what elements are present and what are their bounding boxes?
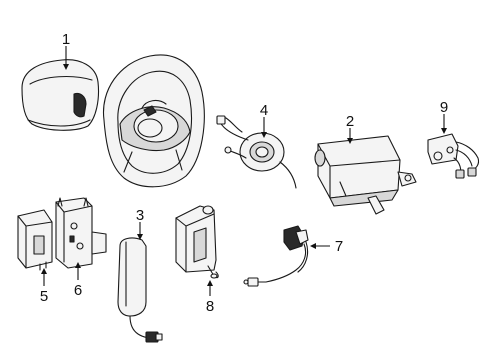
arrowhead-2 xyxy=(347,138,353,144)
impact-sensor-harness-icon xyxy=(243,225,309,287)
arrowhead-8 xyxy=(207,280,213,286)
impact-sensor-icon xyxy=(175,205,219,279)
wiring-connector-icon xyxy=(427,133,480,179)
callout-1: 1 xyxy=(62,31,70,48)
arrowhead-1 xyxy=(63,64,69,70)
callout-9: 9 xyxy=(440,99,448,116)
arrowhead-9 xyxy=(441,128,447,134)
driver-airbag-module-icon xyxy=(21,59,100,131)
callout-5: 5 xyxy=(40,288,48,305)
arrowhead-3 xyxy=(137,234,143,240)
arrowhead-7 xyxy=(310,243,316,249)
control-module-icon xyxy=(17,209,53,271)
callout-7: 7 xyxy=(335,238,343,255)
callout-labels: 1 2 3 4 5 6 7 8 9 xyxy=(40,31,448,315)
callout-4: 4 xyxy=(260,102,268,119)
arrowhead-5 xyxy=(41,268,47,274)
steering-wheel-icon xyxy=(102,54,205,188)
arrowhead-4 xyxy=(261,132,267,138)
callout-2: 2 xyxy=(346,113,354,130)
callout-6: 6 xyxy=(74,282,82,299)
module-bracket-icon xyxy=(55,197,107,269)
arrowhead-6 xyxy=(75,262,81,268)
leader-arrows xyxy=(41,46,447,296)
callout-8: 8 xyxy=(206,298,214,315)
seat-belt-buckle-sensor-icon xyxy=(117,237,163,343)
clockspring-icon xyxy=(216,115,297,189)
passenger-airbag-module-icon xyxy=(314,135,417,215)
callout-3: 3 xyxy=(136,207,144,224)
